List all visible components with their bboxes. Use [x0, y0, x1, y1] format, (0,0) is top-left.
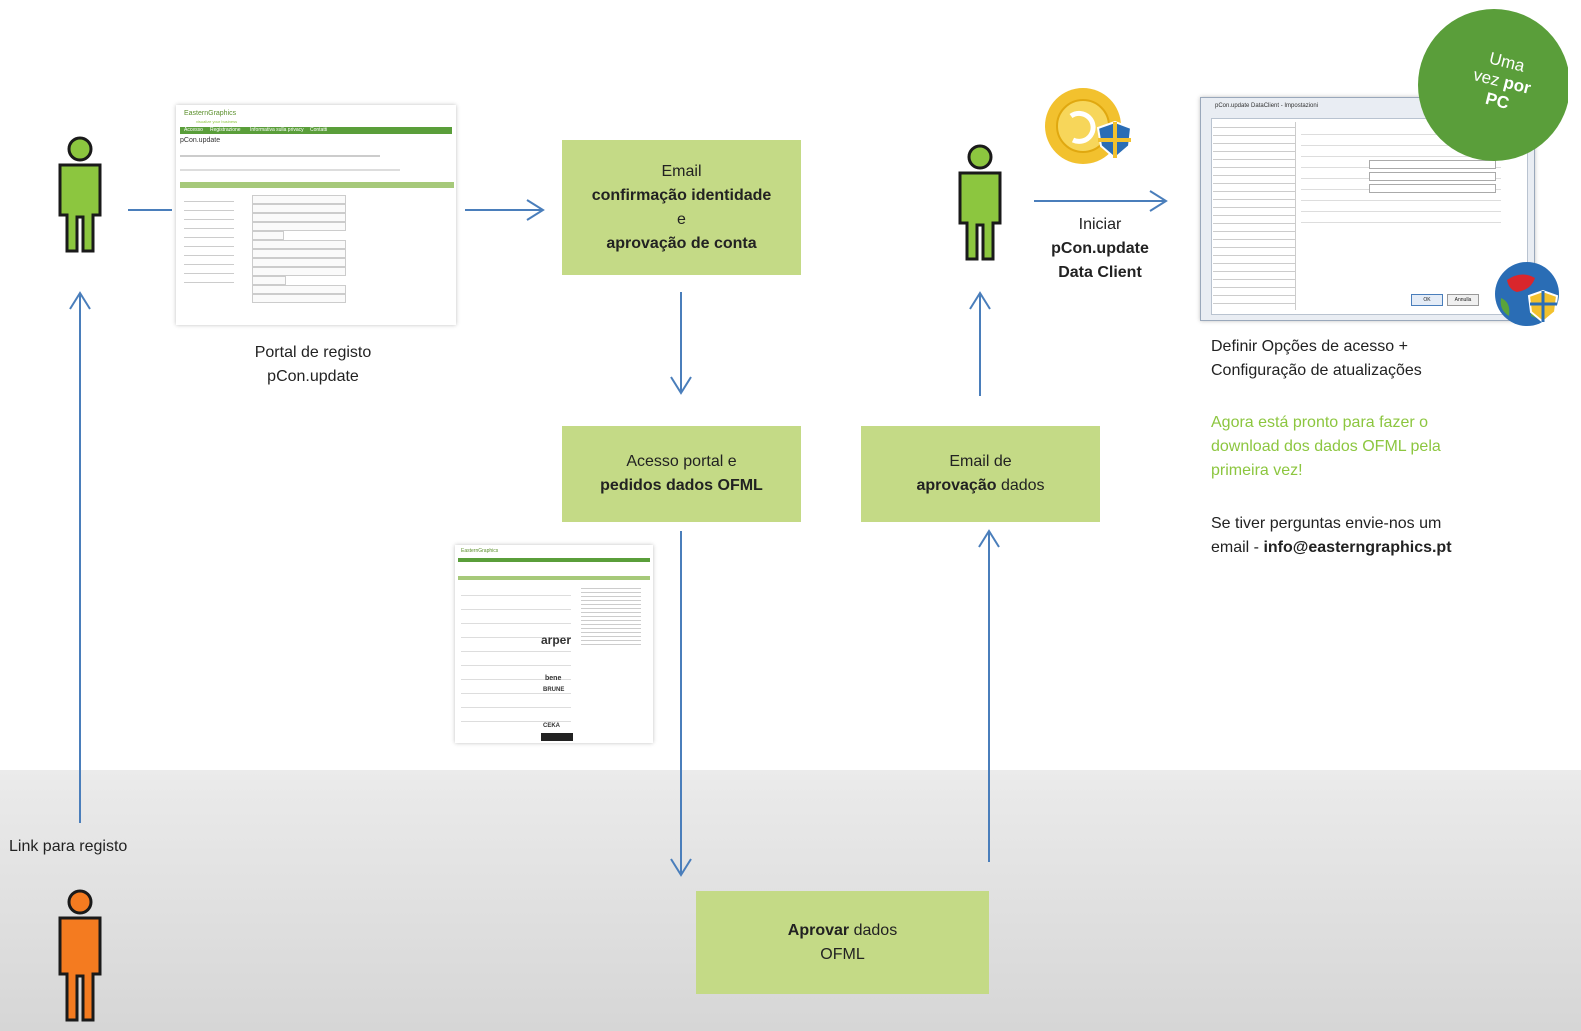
approve-rest: dados: [849, 921, 898, 939]
email-approval-box: Email de aprovação dados: [861, 426, 1100, 522]
arrowhead-down-2: [670, 858, 692, 877]
person-green-icon: [958, 144, 1002, 261]
registration-caption-line1: Portal de registo: [254, 344, 372, 361]
link-label: Link para registo: [9, 838, 128, 855]
once-per-pc-badge: Uma vez por PC: [1418, 0, 1568, 165]
globe-shield-icon: [1495, 262, 1559, 326]
contact-line1: Se tiver perguntas envie-nos um: [1211, 515, 1442, 532]
registration-portal-screenshot: EasternGraphics visualize your business …: [176, 105, 456, 325]
contact-prefix: email -: [1211, 539, 1264, 556]
email-confirmation-line1: Email: [661, 162, 702, 180]
screenshot-nav-1: Accesso: [184, 127, 203, 133]
arrowhead-right-1: [526, 199, 545, 221]
screenshot-section-bar: [180, 182, 454, 188]
approve-line2: OFML: [820, 945, 865, 963]
email-approval-bold: aprovação: [916, 477, 997, 494]
settings-cancel-button: Annulla: [1447, 294, 1479, 306]
email-confirmation-box: Email confirmação identidade e aprovação…: [562, 140, 801, 275]
email-approval-line1: Email de: [949, 453, 1012, 470]
ready-text: Agora está pronto para fazer o download …: [1211, 411, 1441, 483]
options-text: Definir Opções de acesso + Configuração …: [1211, 335, 1422, 383]
arrowhead-down-1: [670, 376, 692, 395]
settings-window-title: pCon.update DataClient - Impostazioni: [1215, 103, 1319, 109]
contact-text: Se tiver perguntas envie-nos um email - …: [1211, 512, 1452, 560]
ready-line1: Agora está pronto para fazer o: [1211, 414, 1429, 431]
start-client-line3: Data Client: [1058, 264, 1142, 281]
arrowhead-up-2: [978, 529, 1000, 548]
contact-email-link[interactable]: info@easterngraphics.pt: [1263, 539, 1452, 556]
approve-bold: Aprovar: [787, 921, 850, 939]
portal-access-box: Acesso portal e pedidos dados OFML: [562, 426, 801, 522]
screenshot-brand: EasternGraphics: [184, 110, 237, 117]
screenshot-nav-2: Registrazione: [210, 127, 241, 133]
portal-access-line1: Acesso portal e: [626, 453, 737, 470]
options-line2: Configuração de atualizações: [1211, 362, 1422, 379]
email-approval-rest: dados: [996, 477, 1045, 494]
start-client-line1: Iniciar: [1078, 216, 1122, 233]
screenshot-nav-bar: Accesso Registrazione Informativa sulla …: [180, 127, 452, 134]
start-client-line2: pCon.update: [1051, 240, 1149, 257]
arrowhead-right-2: [1149, 190, 1168, 212]
portal-access-line2: pedidos dados OFML: [600, 477, 763, 494]
email-approval-line2: aprovação dados: [916, 474, 1044, 498]
registration-caption: Portal de registo pCon.update: [213, 341, 413, 389]
ready-line2: download dos dados OFML pela: [1211, 438, 1441, 455]
update-client-icon: [1045, 88, 1133, 164]
arrowhead-up-3: [969, 291, 991, 310]
badge-circle: [1418, 9, 1568, 161]
person-orange-icon: [58, 889, 102, 1022]
email-confirmation-line3: e: [677, 210, 686, 228]
registration-caption-line2: pCon.update: [267, 368, 359, 385]
email-confirmation-line4: aprovação de conta: [606, 234, 757, 252]
start-client-caption: Iniciar pCon.update Data Client: [1030, 213, 1170, 285]
arrowhead-up-left: [69, 291, 91, 310]
screenshot-nav-3: Informativa sulla privacy: [250, 127, 304, 133]
approve-line1: Aprovar dados: [788, 919, 897, 943]
approve-data-box: Aprovar dados OFML: [696, 891, 989, 994]
screenshot-nav-4: Contatti: [310, 127, 328, 133]
email-confirmation-line2: confirmação identidade: [591, 186, 772, 204]
ready-line3: primeira vez!: [1211, 462, 1303, 479]
data-request-screenshot: EasternGraphics arper bene BRUNE CEKA: [455, 545, 653, 743]
settings-ok-button: OK: [1411, 294, 1443, 306]
screenshot-tagline: visualize your business: [196, 119, 238, 124]
person-green-icon: [58, 136, 102, 253]
options-line1: Definir Opções de acesso +: [1211, 338, 1408, 355]
screenshot-heading: pCon.update: [180, 137, 221, 144]
